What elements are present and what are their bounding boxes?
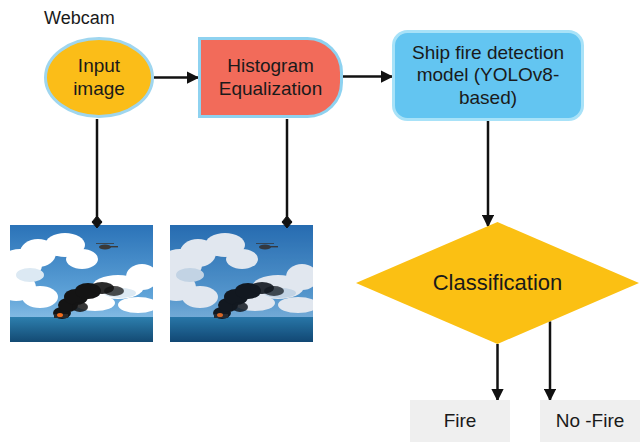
leader-line (96, 119, 99, 218)
flow-arrow (487, 121, 490, 226)
flow-arrow (549, 321, 552, 400)
flow-arrow (343, 75, 392, 78)
decision-diamond: Classification (356, 222, 639, 344)
input-photo (0, 225, 158, 342)
diamond-end (282, 216, 292, 228)
output-box: No -Fire (540, 400, 640, 442)
node-text: Fire (415, 410, 505, 432)
node-text: Classification (420, 270, 575, 296)
flow-arrow (154, 76, 198, 79)
leader-line (286, 119, 289, 218)
diamond-end (92, 216, 102, 228)
node-text: Input image (59, 55, 140, 100)
node-text: Ship fire detection model (YOLOv8-based) (406, 42, 571, 109)
flow-arrow (496, 344, 499, 400)
source-label: Webcam (44, 8, 115, 29)
process-box: Histogram Equalization (198, 37, 343, 118)
equalized-photo (156, 225, 318, 342)
model-box: Ship fire detection model (YOLOv8-based) (392, 30, 584, 121)
node-text: Histogram Equalization (209, 55, 332, 100)
output-box: Fire (410, 400, 510, 442)
node-text: No -Fire (545, 410, 635, 432)
input-ellipse: Input image (44, 37, 154, 118)
